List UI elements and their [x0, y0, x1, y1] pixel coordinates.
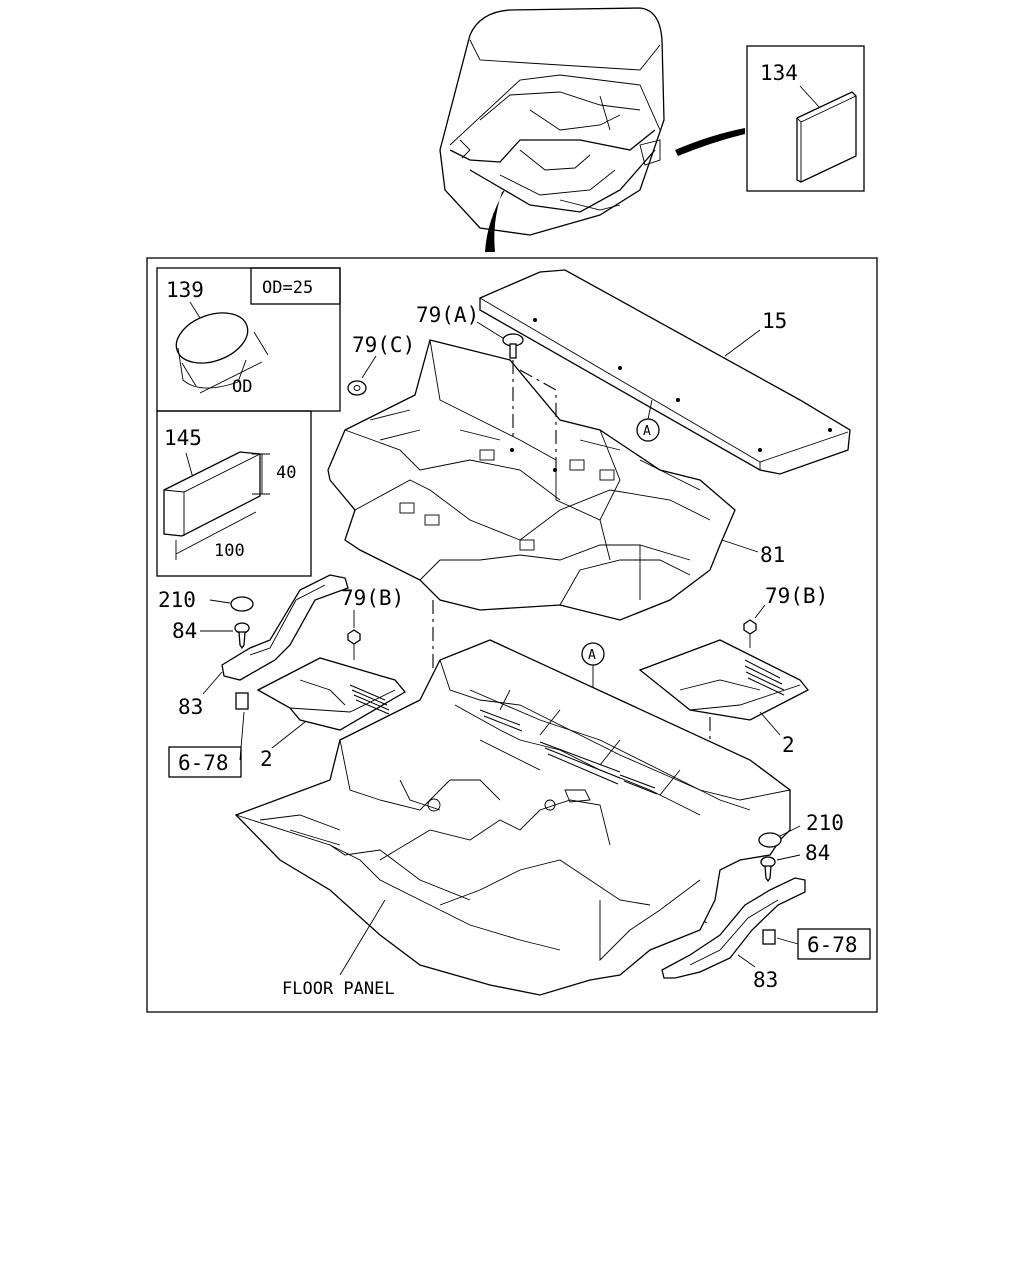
od-spec-label: OD=25 — [262, 278, 313, 298]
callout-134: 134 — [760, 61, 798, 85]
callout-84-left: 84 — [172, 619, 197, 643]
part-134-inset — [746, 45, 865, 192]
svg-text:6-78: 6-78 — [807, 933, 858, 957]
part-15-panel — [479, 269, 851, 475]
part-81-insulator — [327, 339, 736, 621]
callout-15: 15 — [762, 309, 787, 333]
callout-210-right: 210 — [806, 811, 844, 835]
dimension-40: 40 — [276, 463, 296, 483]
dimension-100: 100 — [214, 541, 245, 561]
bracket-83-left — [221, 574, 349, 710]
part-145-inset: 145 40 100 — [156, 410, 312, 577]
ref-box-678-left[interactable] — [168, 746, 242, 778]
pad-134 — [796, 91, 857, 183]
grommet-79c-icon — [347, 380, 367, 396]
main-diagram-frame — [146, 257, 878, 1013]
floor-panel — [234, 639, 791, 996]
svg-text:A: A — [588, 648, 596, 663]
clip-84-left-icon — [234, 622, 250, 650]
svg-text:A: A — [643, 424, 651, 439]
callout-145: 145 — [164, 426, 202, 450]
callout-210-left: 210 — [158, 588, 196, 612]
callout-139: 139 — [166, 278, 204, 302]
callout-83-left: 83 — [178, 695, 203, 719]
callout-79c: 79(C) — [352, 333, 415, 357]
cab-overview-illustration — [439, 7, 745, 252]
svg-text:6-78: 6-78 — [178, 751, 229, 775]
callout-79a: 79(A) — [416, 303, 479, 327]
plug-210-right-icon — [758, 832, 782, 848]
callout-79b-right: 79(B) — [765, 584, 828, 608]
callout-84-right: 84 — [805, 841, 830, 865]
callout-81: 81 — [760, 543, 785, 567]
callout-2-left: 2 — [260, 747, 273, 771]
part-139-inset: OD=25 139 OD — [156, 267, 341, 412]
pad-2-right — [638, 639, 810, 721]
floor-panel-label: FLOOR PANEL — [282, 979, 395, 999]
fastener-79a-icon — [502, 333, 524, 359]
callout-2-right: 2 — [782, 733, 795, 757]
plug-210-left-icon — [230, 596, 254, 612]
fastener-79b-right-icon — [743, 619, 757, 648]
callout-83-right: 83 — [753, 968, 778, 992]
pad-2-left — [256, 657, 406, 731]
callout-79b-left: 79(B) — [341, 586, 404, 610]
fastener-79b-left-icon — [347, 629, 361, 660]
bracket-83-right — [661, 877, 806, 979]
clip-84-right-icon — [760, 856, 776, 883]
od-dimension: OD — [232, 377, 252, 397]
